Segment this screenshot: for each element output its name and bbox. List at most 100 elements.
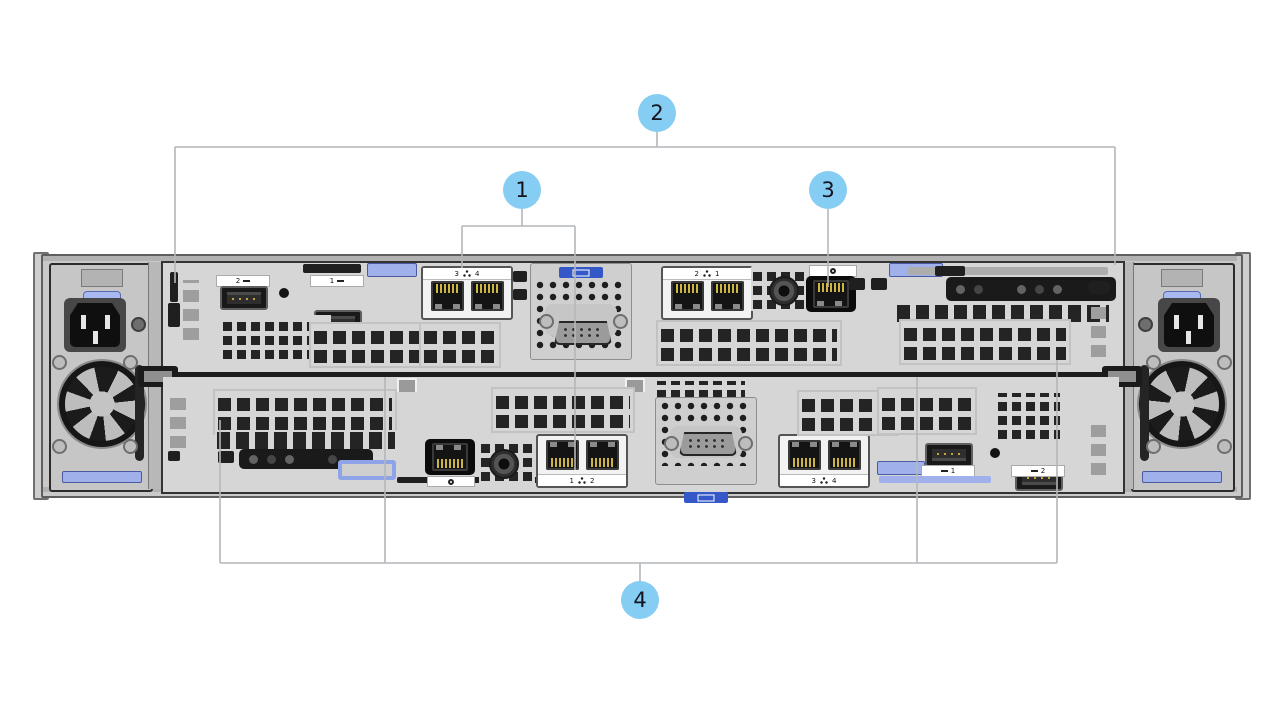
status-led [285, 454, 294, 464]
network-icon [820, 477, 828, 484]
nic-port-number: 1 [715, 269, 720, 278]
nic-port-number: 3 [811, 476, 816, 485]
handle-grip [935, 266, 965, 276]
psu-release-latch [1142, 471, 1222, 483]
callout-4-number: 4 [633, 588, 647, 612]
status-led [956, 284, 965, 294]
usb-icon [1030, 470, 1038, 472]
idrac-label [559, 267, 603, 278]
psu-status-button [1138, 317, 1153, 332]
status-led [267, 454, 276, 464]
usb-port [220, 286, 268, 310]
screw-hole [990, 448, 1000, 458]
nic-ports-top-right: 2 1 [661, 266, 753, 320]
power-inlet-c14 [64, 298, 126, 352]
round-connector [489, 449, 519, 479]
blank-plug [1088, 281, 1110, 294]
rj45-port [710, 281, 744, 311]
network-icon [463, 270, 471, 277]
psu-status-button [131, 317, 146, 332]
sled-edge-vents [1091, 303, 1106, 357]
callout-4: 4 [621, 581, 659, 619]
round-connector [769, 276, 799, 306]
status-led [1035, 284, 1044, 294]
nic-port-number: 2 [590, 476, 595, 485]
gear-icon [830, 268, 836, 274]
blank-plug [849, 278, 865, 290]
vga-module [530, 263, 632, 360]
callout-2: 2 [638, 94, 676, 132]
mgmt-port-label [427, 476, 475, 487]
rj45-port [813, 280, 849, 308]
nic-port-number: 4 [475, 269, 480, 278]
usb-icon [940, 470, 948, 472]
screw-icon [52, 355, 67, 370]
usb-port [925, 443, 973, 467]
psu-handle-bar [135, 365, 144, 461]
blank-plug [871, 278, 887, 290]
nic-ports-bottom-right: 3 4 [778, 434, 870, 488]
rj45-port [432, 443, 468, 471]
gear-icon [448, 478, 454, 485]
screw-icon [539, 314, 554, 329]
screw-icon [1217, 439, 1232, 454]
screw-icon [613, 314, 628, 329]
psu-left [49, 263, 153, 492]
psu-handle-slot [1161, 269, 1203, 287]
status-led [974, 284, 983, 294]
sled-edge-detail [168, 303, 180, 327]
usb-port-label: 2 [1011, 465, 1065, 477]
network-icon [703, 270, 711, 277]
nic-port-number: 3 [454, 269, 459, 278]
rj45-port [545, 440, 579, 470]
nic-ports-top-left: 3 4 [421, 266, 513, 320]
callout-1-number: 1 [515, 178, 529, 202]
callout-1: 1 [503, 171, 541, 209]
psu-fan [59, 361, 145, 447]
mgmt-rj45-port [425, 439, 475, 475]
sled-release-latch [367, 263, 417, 277]
usb-port-label: 1 [310, 275, 364, 287]
nic-port-labels: 3 4 [780, 474, 868, 486]
idrac-label [684, 492, 728, 503]
screw-icon [738, 436, 753, 451]
callout-3-number: 3 [821, 178, 835, 202]
vent-grid [901, 321, 1069, 363]
status-led [1053, 284, 1062, 294]
callout-3: 3 [809, 171, 847, 209]
psu-handle-slot [81, 269, 123, 287]
sled-release-latch [338, 460, 396, 480]
nic-ports-bottom-left: 1 2 [536, 434, 628, 488]
screw-icon [1217, 355, 1232, 370]
vga-connector [554, 321, 612, 345]
nic-port-number: 4 [832, 476, 837, 485]
vent-grid [421, 324, 499, 366]
nic-port-number: 2 [694, 269, 699, 278]
nic-port-labels: 1 2 [538, 474, 626, 486]
vga-module [655, 397, 757, 503]
sled-top-bracket [397, 378, 417, 392]
usb-port-number: 1 [950, 467, 956, 475]
vent-grid [658, 322, 840, 364]
status-led [328, 454, 337, 464]
sled-edge-vents [183, 280, 199, 340]
vent-grid [311, 324, 437, 366]
screw-icon [1146, 355, 1161, 370]
power-inlet-c14 [1158, 298, 1220, 352]
vga-connector [679, 432, 737, 456]
screw-icon [123, 355, 138, 370]
node-sled-bottom: 1 2 3 4 [163, 377, 1119, 503]
status-led [1017, 284, 1026, 294]
vent-grid [215, 391, 395, 433]
rj45-port [430, 281, 464, 311]
nic-port-labels: 2 1 [663, 268, 751, 280]
nic-port-labels: 3 4 [423, 268, 511, 280]
nic-port-number: 1 [569, 476, 574, 485]
callout-2-number: 2 [650, 101, 664, 125]
sled-edge-detail [168, 451, 180, 461]
vent-grid [996, 391, 1062, 441]
node-sled-top: 2 1 3 4 [163, 263, 1119, 371]
usb-port-number: 2 [1040, 467, 1046, 475]
blank-plug [513, 289, 527, 300]
